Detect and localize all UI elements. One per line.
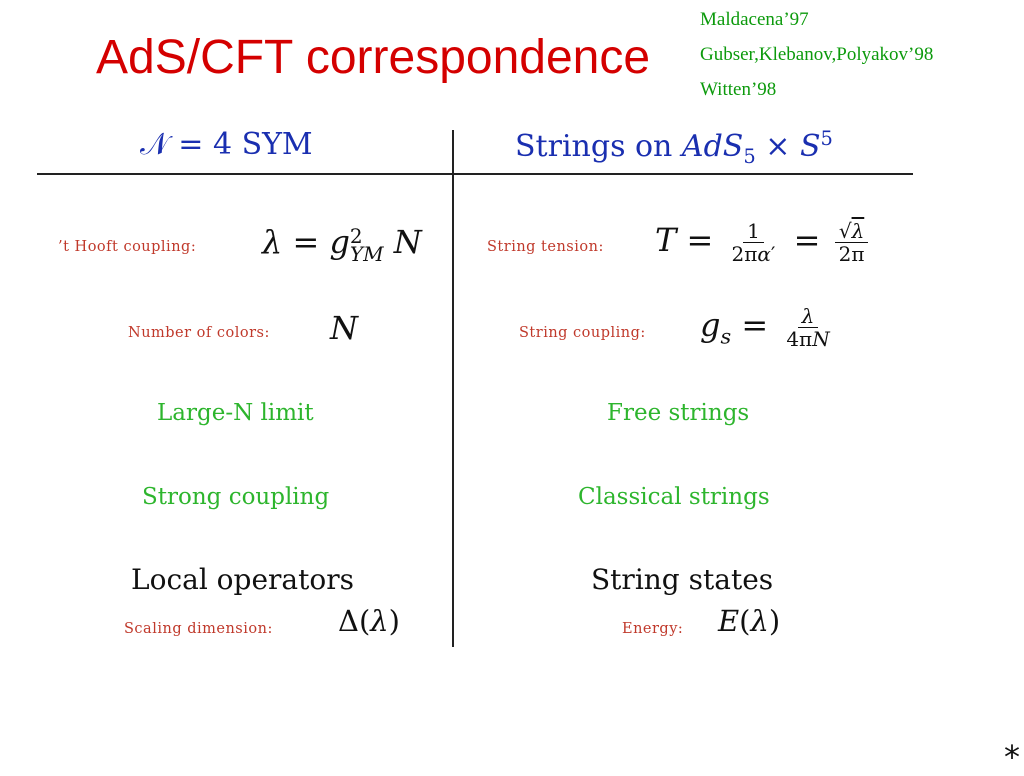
large-n-limit-text: Large-N limit (157, 400, 314, 426)
ads-symbol: AdS (681, 129, 744, 164)
column-divider (452, 130, 454, 647)
formula-number-of-colors: N (330, 309, 358, 347)
left-column-header: 𝒩 = 4 SYM (140, 127, 313, 162)
right-column-header: Strings on AdS5 × S5 (515, 127, 833, 168)
slide-title: AdS/CFT correspondence (96, 31, 651, 84)
ads-subscript: 5 (743, 145, 756, 168)
label-number-of-colors: Number of colors: (128, 325, 270, 341)
right-header-text: Strings on (515, 129, 682, 164)
local-operators-text: Local operators (131, 563, 354, 596)
formula-energy: E(λ) (718, 604, 781, 638)
reference-witten: Witten’98 (700, 79, 777, 100)
label-string-tension: String tension: (487, 239, 604, 255)
references: Maldacena’97 Gubser,Klebanov,Polyakov’98… (700, 2, 933, 107)
label-energy: Energy: (622, 621, 684, 637)
label-string-coupling: String coupling: (519, 325, 646, 341)
header-divider (37, 173, 913, 175)
sphere-symbol: S (799, 129, 821, 164)
string-states-text: String states (591, 563, 774, 596)
classical-strings-text: Classical strings (578, 484, 770, 510)
reference-gkp: Gubser,Klebanov,Polyakov’98 (700, 44, 934, 65)
reference-maldacena: Maldacena’97 (700, 9, 809, 30)
corner-asterisk: * (1004, 738, 1020, 776)
formula-scaling-dimension: Δ(λ) (338, 604, 400, 638)
times-symbol: × (755, 129, 800, 164)
label-scaling-dimension: Scaling dimension: (124, 621, 273, 637)
label-thooft-coupling: ’t Hooft coupling: (58, 239, 197, 255)
sphere-superscript: 5 (820, 127, 833, 150)
strong-coupling-text: Strong coupling (142, 484, 330, 510)
free-strings-text: Free strings (607, 400, 750, 426)
